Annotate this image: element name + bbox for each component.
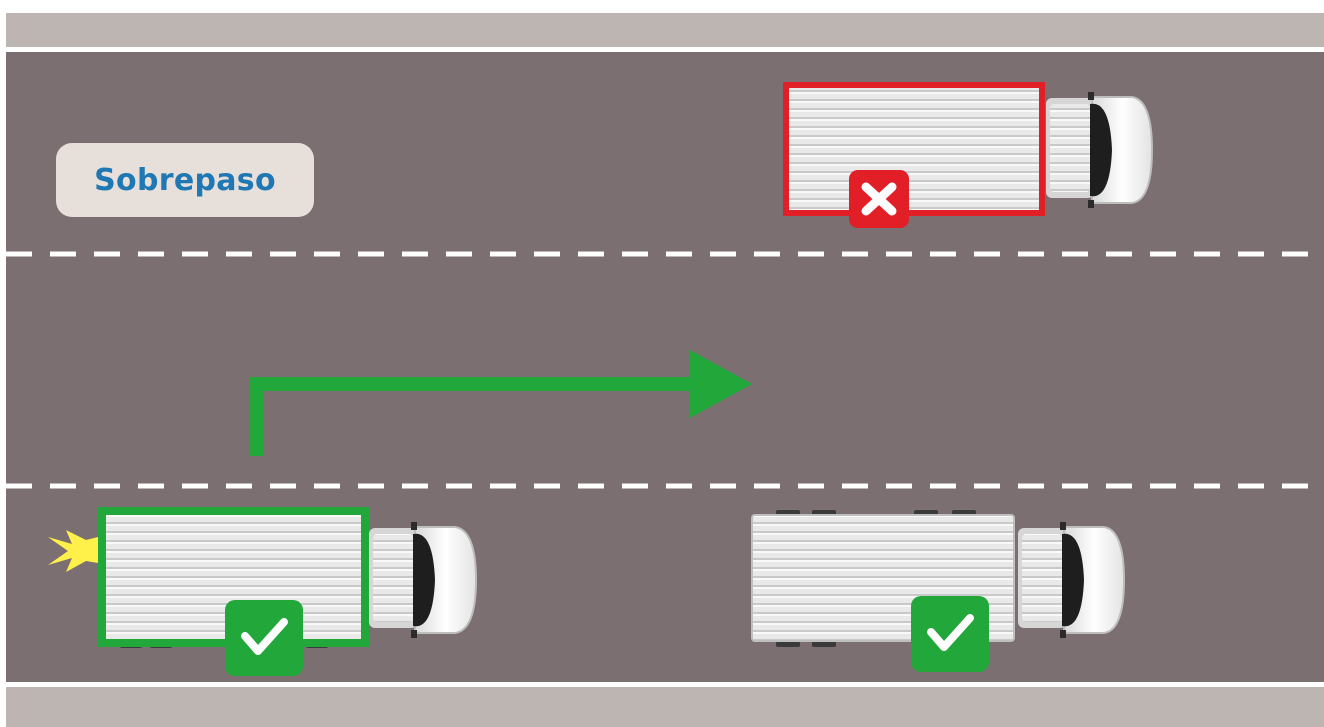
check-icon bbox=[225, 600, 303, 676]
check-icon bbox=[911, 596, 989, 672]
truck-cab bbox=[369, 522, 476, 638]
cargo-box bbox=[789, 88, 1039, 210]
truck-cab bbox=[1018, 522, 1124, 638]
edge-line-bottom bbox=[6, 682, 1324, 687]
scenario-label-text: Sobrepaso bbox=[94, 163, 276, 198]
truck-cab bbox=[1046, 92, 1152, 208]
edge-line-top bbox=[6, 47, 1324, 52]
shoulder-top bbox=[6, 13, 1324, 47]
x-icon bbox=[849, 170, 909, 228]
scenario-label: Sobrepaso bbox=[56, 143, 314, 217]
shoulder-bottom bbox=[6, 687, 1324, 727]
